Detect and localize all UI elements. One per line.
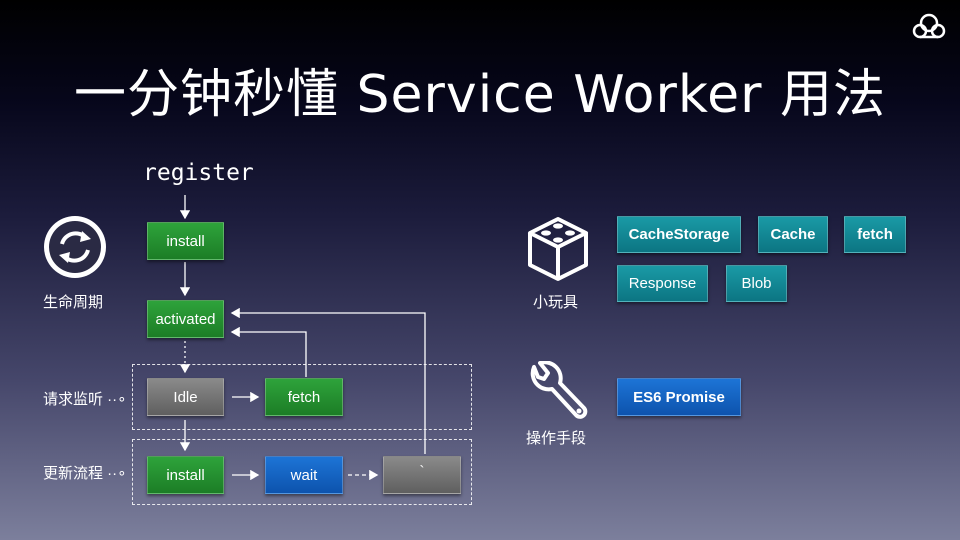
refresh-cycle-icon	[44, 216, 106, 278]
update-flow-label: 更新流程 ··∘	[43, 465, 127, 482]
lego-box-icon	[528, 217, 588, 281]
tools-label: 操作手段	[526, 430, 587, 447]
es6-promise-box: ES6 Promise	[617, 378, 741, 416]
idle-box: Idle	[147, 378, 224, 416]
toys-label: 小玩具	[533, 294, 579, 311]
cache-box: Cache	[758, 216, 828, 253]
install-update-box: install	[147, 456, 224, 494]
wait-box: wait	[265, 456, 343, 494]
next-worker-box: `	[383, 456, 461, 494]
blob-box: Blob	[726, 265, 787, 302]
request-listen-label: 请求监听 ··∘	[43, 391, 127, 408]
cloud-logo-icon	[912, 13, 946, 39]
lifecycle-label: 生命周期	[43, 294, 104, 311]
cachestorage-box: CacheStorage	[617, 216, 741, 253]
slide-title: 一分钟秒懂 Service Worker 用法	[74, 65, 886, 125]
install-box: install	[147, 222, 224, 260]
request-listen-frame	[132, 364, 472, 430]
wrench-icon	[530, 361, 588, 419]
register-label: register	[143, 160, 254, 186]
update-flow-frame	[132, 439, 472, 505]
fetch-box: fetch	[265, 378, 343, 416]
fetch-api-box: fetch	[844, 216, 906, 253]
response-box: Response	[617, 265, 708, 302]
activated-box: activated	[147, 300, 224, 338]
